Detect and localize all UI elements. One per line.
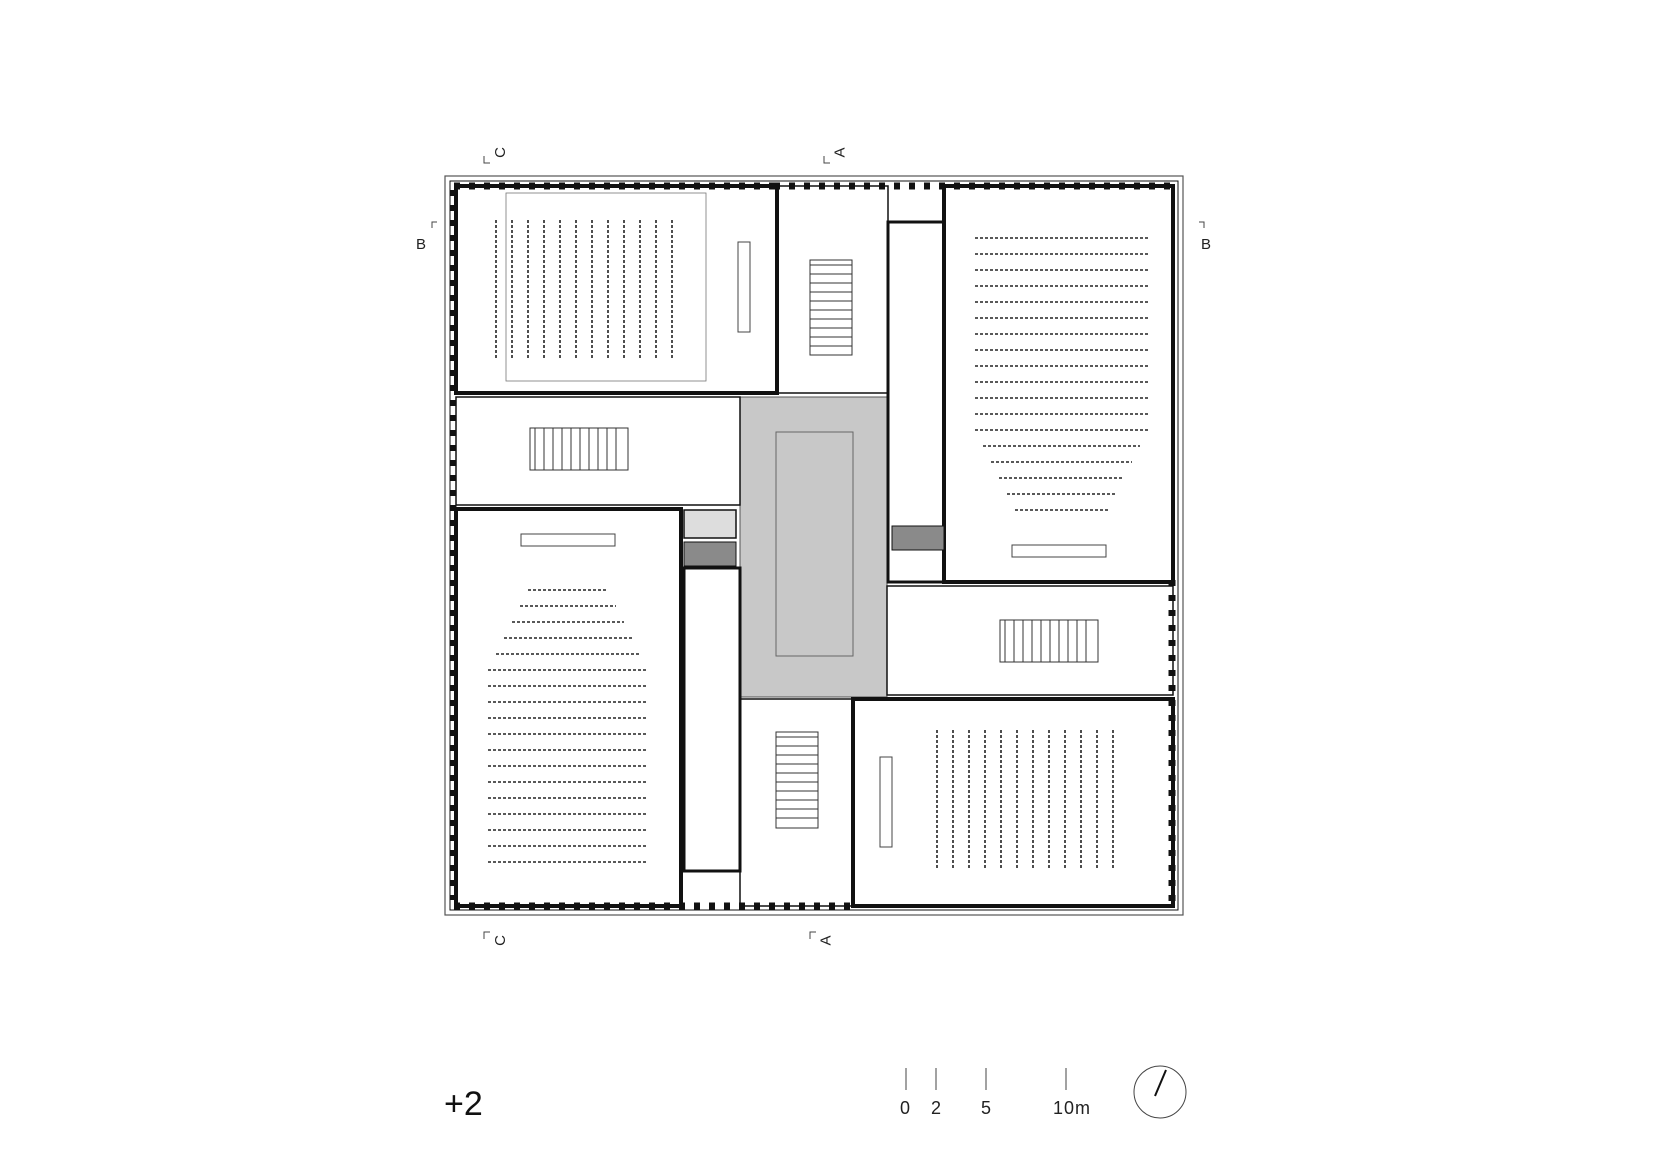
auditorium-top-left [454, 184, 779, 395]
corridor-bottom [682, 566, 742, 873]
service-core-left [683, 541, 737, 567]
auditorium-bottom-left [454, 507, 683, 908]
scale-tick-5: 5 [981, 1098, 993, 1118]
stair-hall-right [886, 585, 1174, 696]
stair-hall-left [455, 396, 741, 506]
section-b-right-label: B [1201, 236, 1212, 253]
atrium-void [775, 431, 854, 657]
section-a-top-label: A [831, 147, 849, 158]
stair-hall-top [776, 185, 889, 394]
building-outline [444, 175, 1184, 916]
central-atrium [739, 396, 888, 698]
section-a-bottom-label: A [817, 935, 835, 946]
scale-tick-10m: 10m [1053, 1098, 1092, 1118]
elevator-core [683, 509, 737, 539]
section-c-top-label: C [491, 147, 509, 158]
scale-tick-0: 0 [900, 1098, 912, 1118]
section-c-bottom-label: C [491, 935, 509, 946]
section-markers [431, 156, 1205, 939]
floor-level-label: +2 [444, 1085, 483, 1123]
stair-treads [534, 264, 1087, 819]
seating-rows [488, 220, 1148, 870]
service-core-right [891, 525, 945, 551]
north-arrow-icon [1133, 1065, 1187, 1119]
building-facade [449, 180, 1179, 911]
auditorium-bottom-right [851, 697, 1175, 908]
scale-tick-2: 2 [931, 1098, 943, 1118]
section-b-left-label: B [416, 236, 427, 253]
auditorium-top-right [942, 184, 1175, 584]
stair-hall-bottom [739, 698, 854, 907]
scale-bar [905, 1068, 1067, 1090]
